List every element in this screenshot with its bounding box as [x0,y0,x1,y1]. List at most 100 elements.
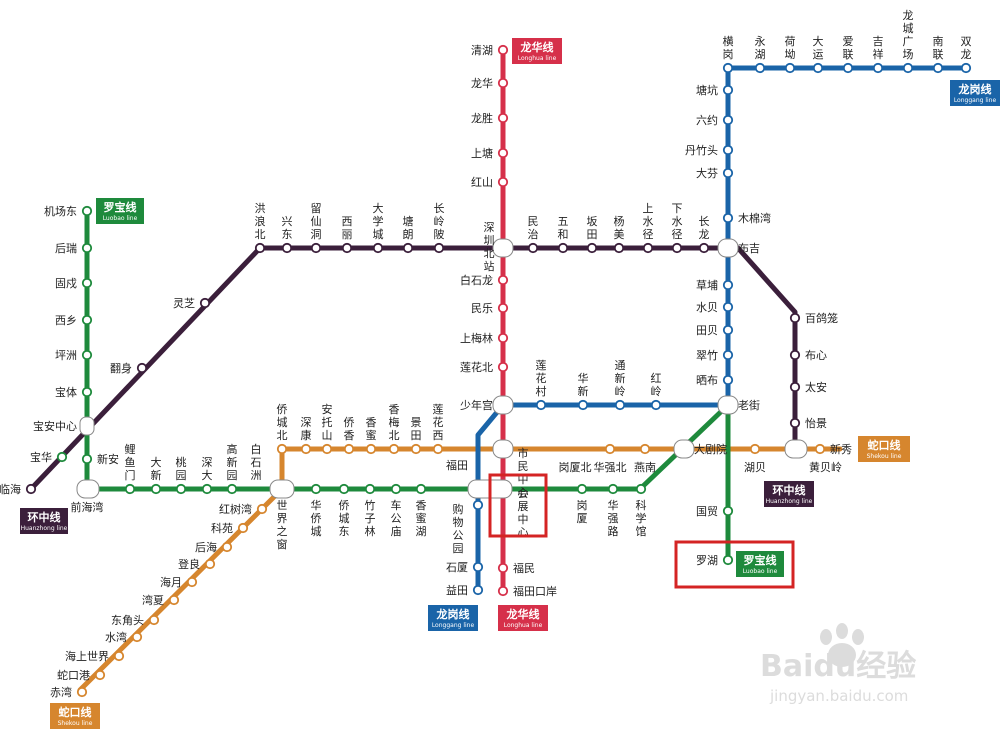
station-huanzhong-18[interactable]: 布心 [805,349,827,362]
station-shekou_south-5-dot[interactable] [186,576,198,588]
station-longhua_south-4[interactable]: 福田口岸 [513,584,557,598]
station-longgang_top-2-dot[interactable] [784,62,796,74]
station-longgang_south-1-dot[interactable] [472,561,484,573]
station-longgang_vertical-9[interactable]: 翠竹 [696,348,718,362]
station-shekou_south-5[interactable]: 海月 [160,575,182,589]
station-luobao_south-4[interactable]: 香蜜湖 [416,499,427,538]
station-longgang_top-5-dot[interactable] [872,62,884,74]
station-luobao_west-5[interactable]: 宝体 [55,385,77,399]
station-shekou_top-11-dot[interactable] [749,443,761,455]
station-longgang_south-0[interactable]: 购物公园 [453,502,464,555]
station-shekou_top-11[interactable]: 湖贝 [744,461,766,474]
station-luobao_west-8[interactable]: 新安 [97,452,119,466]
station-longhua_north-1-dot[interactable] [497,77,509,89]
interchange-shenzhen-north[interactable] [492,238,514,258]
station-longhua_south-0[interactable]: 福田 [446,458,468,472]
station-luobao_south-6[interactable]: 华强路 [608,498,619,538]
station-longgang_vertical-10[interactable]: 晒布 [696,374,718,387]
station-longgang_vertical-6[interactable]: 草埔 [696,279,718,292]
station-longhua_north-4-dot[interactable] [497,176,509,188]
station-longhua_south-3[interactable]: 福民 [513,561,535,575]
station-luobao_south-0-dot[interactable] [310,483,322,495]
station-huanzhong-15[interactable]: 下水径 [672,202,683,241]
station-longgang_vertical-6-dot[interactable] [722,279,734,291]
station-longhua_north-4[interactable]: 红山 [471,176,493,189]
station-shekou_top-12[interactable]: 新秀 [830,442,852,456]
station-shekou_top-3[interactable]: 侨香 [344,416,355,442]
station-huanzhong-14[interactable]: 上水径 [643,202,654,241]
station-luobao_west-0-dot[interactable] [81,205,93,217]
station-longgang_branch-3[interactable]: 红岭 [651,372,662,398]
station-shekou_south-3-dot[interactable] [221,541,233,553]
interchange-shijie[interactable] [269,479,295,499]
station-shekou_top-4-dot[interactable] [365,443,377,455]
station-luobao_south-6-dot[interactable] [607,483,619,495]
station-huanzhong-9-dot[interactable] [433,242,445,254]
station-longgang_top-3[interactable]: 大运 [813,34,824,61]
station-shekou_south-9[interactable]: 海上世界 [65,649,109,663]
station-luobao_west-3[interactable]: 西乡 [55,314,77,327]
station-longgang_top-7[interactable]: 南联 [933,35,944,61]
station-shekou_south-8-dot[interactable] [131,631,143,643]
station-longhua_south-2[interactable]: 会展中心 [518,487,529,539]
station-luobao_west-6[interactable]: 宝安中心 [33,419,77,433]
station-longhua_north-6[interactable]: 白石龙 [460,273,493,287]
station-longgang_vertical-7-dot[interactable] [722,301,734,313]
interchange-qianhaiwan[interactable] [76,479,100,499]
station-longgang_top-8[interactable]: 双龙 [961,35,972,61]
interchange-shimin[interactable] [492,439,514,459]
station-luobao_west-4-dot[interactable] [81,349,93,361]
station-longhua_north-5-b[interactable]: 北站 [484,247,495,273]
station-shekou_south-2[interactable]: 科苑 [211,521,233,535]
station-huanzhong-10[interactable]: 民治 [528,215,539,241]
station-huanzhong-19[interactable]: 太安 [805,380,827,394]
station-luobao_mid-4-dot[interactable] [226,483,238,495]
station-luobao_mid-1[interactable]: 大新 [151,455,162,482]
station-huanzhong-3[interactable]: 洪浪北 [255,201,266,241]
station-shekou_top-7-dot[interactable] [432,443,444,455]
station-luobao_south-3-dot[interactable] [390,483,402,495]
station-huanzhong-17-dot[interactable] [789,312,801,324]
station-shekou_south-6[interactable]: 湾夏 [142,593,164,607]
station-shekou_top-1-dot[interactable] [300,443,312,455]
station-shekou_south-4[interactable]: 登良 [178,557,200,571]
station-longgang_vertical-0[interactable]: 塘坑 [696,83,718,97]
station-huanzhong-5-dot[interactable] [310,242,322,254]
station-huanzhong-11[interactable]: 五和 [558,215,569,241]
station-huanzhong-13[interactable]: 杨美 [614,214,625,241]
station-shekou_top-7[interactable]: 莲花西 [433,403,444,442]
station-longgang_south-2-dot[interactable] [472,584,484,596]
station-shekou_south-1-dot[interactable] [256,503,268,515]
station-longgang_branch-2[interactable]: 通新岭 [615,359,626,398]
station-shekou_top-0[interactable]: 侨城北 [277,403,288,442]
station-longgang_branch-1-dot[interactable] [577,399,589,411]
station-huanzhong-19-dot[interactable] [789,381,801,393]
station-luobao_mid-3[interactable]: 深大 [202,456,213,482]
station-luobao_south-1[interactable]: 侨城东 [339,499,350,538]
station-luobao_south-10-dot[interactable] [722,554,734,566]
station-longgang_top-6-dot[interactable] [902,62,914,74]
station-huanzhong-2[interactable]: 翻身 [110,361,132,375]
station-shekou_top-6[interactable]: 景田 [411,416,422,442]
station-shekou_south-4-dot[interactable] [204,558,216,570]
station-huanzhong-16-dot[interactable] [698,242,710,254]
station-luobao_west-4[interactable]: 坪洲 [55,349,77,362]
station-luobao_west-7-dot[interactable] [56,451,68,463]
station-luobao_west-2[interactable]: 固戍 [55,277,77,290]
station-longgang_top-7-dot[interactable] [932,62,944,74]
station-huanzhong-20-dot[interactable] [789,417,801,429]
station-shekou_south-7-dot[interactable] [148,614,160,626]
station-shekou_south-0[interactable]: 世界之窗 [277,499,288,551]
station-huanzhong-13-dot[interactable] [613,242,625,254]
station-huanzhong-3-dot[interactable] [254,242,266,254]
interchange-shaoniangong[interactable] [492,395,514,415]
station-longhua_north-9-dot[interactable] [497,361,509,373]
station-longhua_north-3-dot[interactable] [497,147,509,159]
station-longgang_south-0-dot[interactable] [472,499,484,511]
station-longgang_top-6[interactable]: 龙城广场 [903,9,914,61]
station-longgang_vertical-2[interactable]: 丹竹头 [685,143,718,157]
station-shekou_top-8[interactable]: 岗厦北 [559,461,592,474]
station-longgang_branch-1[interactable]: 华新 [578,371,589,398]
station-shekou_south-11[interactable]: 赤湾 [50,685,72,699]
station-shekou_top-10[interactable]: 燕南 [634,461,656,474]
